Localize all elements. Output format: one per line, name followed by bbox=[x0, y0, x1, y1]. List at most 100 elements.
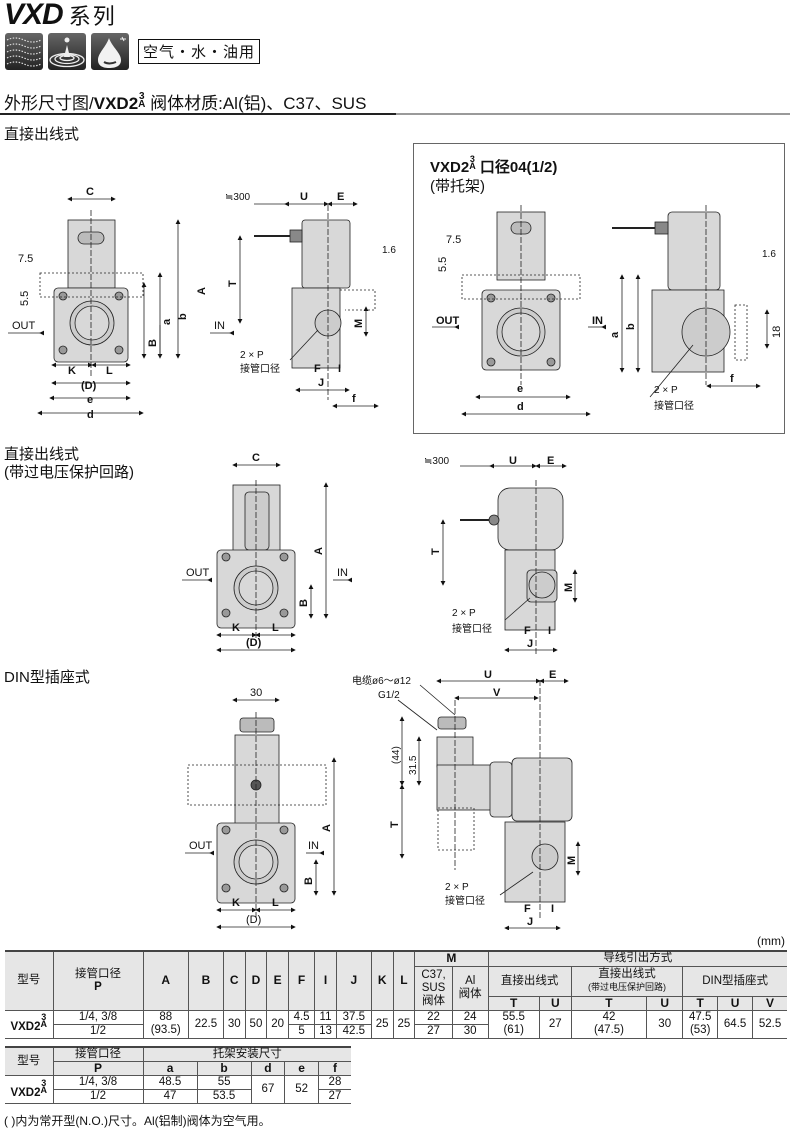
cell-a: 47 bbox=[142, 1089, 198, 1104]
dim-B: B bbox=[298, 599, 310, 607]
bracket-front-view: 7.5 5.5 OUT IN a b e d bbox=[432, 205, 641, 417]
dim-B: B bbox=[303, 877, 315, 885]
dim-5-5: 5.5 bbox=[437, 257, 449, 272]
th-b: b bbox=[196, 1061, 252, 1076]
surge-side-view: ≒300 U E T M 2 × P 接管口径 F I J bbox=[424, 455, 578, 655]
table-row: 1/2 5 13 42.5 27 30 bbox=[5, 1023, 787, 1039]
cell-D: 50 bbox=[244, 1009, 268, 1039]
dim-T: T bbox=[227, 280, 239, 287]
th-direct-T: T bbox=[488, 995, 540, 1011]
dim-U: U bbox=[300, 191, 308, 203]
cell-port: 1/4, 3/8 bbox=[52, 1075, 144, 1090]
th-m1a: C37, bbox=[421, 968, 446, 981]
unit-label: (mm) bbox=[757, 934, 785, 948]
lead-length: ≒300 bbox=[225, 192, 251, 203]
out-label: OUT bbox=[186, 567, 210, 579]
th-m2a: Al bbox=[465, 975, 476, 987]
coil-body bbox=[301, 219, 351, 289]
dim-b: b bbox=[177, 313, 189, 320]
dim-5-5: 5.5 bbox=[19, 291, 31, 306]
bracket-title-rest: 口径04(1/2) bbox=[475, 159, 558, 176]
th-J: J bbox=[335, 950, 372, 1011]
cell-f: 28 bbox=[317, 1075, 351, 1090]
table-row: 1/2 47 53.5 27 bbox=[5, 1089, 351, 1104]
port-count: 2 × P bbox=[445, 882, 469, 893]
th-lead: 导线引出方式 bbox=[487, 950, 787, 967]
cell-M-c37: 22 bbox=[414, 1009, 453, 1025]
dim-D: (D) bbox=[81, 380, 97, 392]
dim-7-5: 7.5 bbox=[446, 234, 461, 246]
th-lead-din: DIN型插座式 bbox=[682, 965, 787, 997]
th-port-sym: P bbox=[53, 1061, 144, 1076]
th-port-label: 接管口径 bbox=[75, 967, 121, 980]
port-count: 2 × P bbox=[240, 350, 264, 361]
dim-A: A bbox=[321, 824, 333, 832]
dim-F: F bbox=[524, 903, 531, 915]
in-label: IN bbox=[308, 840, 319, 852]
frac-sub: A bbox=[40, 1084, 48, 1095]
dim-a: a bbox=[161, 318, 173, 325]
cell-I: 11 bbox=[314, 1009, 337, 1025]
th-surge-U: U bbox=[646, 995, 684, 1011]
cell-f: 27 bbox=[317, 1089, 351, 1104]
th-surge-label: 直接出线式 bbox=[598, 968, 656, 980]
dim-A: A bbox=[313, 547, 325, 555]
dim-J: J bbox=[527, 916, 533, 928]
dim-18: 18 bbox=[771, 326, 783, 338]
in-label: IN bbox=[337, 567, 348, 579]
frac-sup: 3 bbox=[41, 1012, 47, 1022]
dim-J: J bbox=[318, 377, 324, 389]
frac-sup: 3 bbox=[138, 91, 145, 102]
cell-port: 1/2 bbox=[53, 1089, 144, 1104]
val-surge-T-no: (47.5) bbox=[593, 1024, 624, 1036]
din-side-view: 电缆ø6～ø12 G1/2 U V E (44) 31.5 T M 2 × P … bbox=[352, 669, 581, 930]
out-label: OUT bbox=[12, 320, 36, 332]
dim-M: M bbox=[566, 856, 578, 865]
dim-A: A bbox=[196, 287, 208, 295]
dim-V: V bbox=[493, 687, 501, 699]
th-f: f bbox=[317, 1061, 351, 1076]
th-K: K bbox=[370, 950, 394, 1011]
media-badge: 空气・水・油用 bbox=[138, 39, 261, 64]
section-din-label: DIN型插座式 bbox=[4, 669, 90, 686]
val-direct-T: 55.5 bbox=[502, 1011, 525, 1023]
footnote: ( )内为常开型(N.O.)尺寸。Al(铝制)阀体为空气用。 bbox=[4, 1114, 271, 1128]
dim-T: T bbox=[430, 548, 442, 555]
th-E: E bbox=[266, 950, 290, 1011]
dim-1-6: 1.6 bbox=[762, 249, 776, 260]
cell-b: 53.5 bbox=[196, 1089, 252, 1104]
dim-K: K bbox=[232, 897, 240, 909]
bracket-subtitle: (带托架) bbox=[430, 178, 485, 195]
din-front-view: 30 A B OUT IN K L (D) bbox=[185, 687, 337, 930]
dim-e: e bbox=[87, 394, 93, 406]
th-bracket-group: 托架安装尺寸 bbox=[142, 1046, 351, 1062]
cell-C: 30 bbox=[222, 1009, 246, 1039]
dim-7-5: 7.5 bbox=[18, 253, 33, 265]
dim-1-6: 1.6 bbox=[382, 245, 396, 256]
dim-a: a bbox=[609, 331, 621, 338]
out-label: OUT bbox=[189, 840, 213, 852]
cell-E: 20 bbox=[266, 1009, 290, 1039]
dim-d: d bbox=[87, 409, 94, 421]
th-M: M bbox=[414, 950, 489, 967]
th-e: e bbox=[284, 1061, 319, 1076]
bracket-side-view: 1.6 18 f 2 × P 接管口径 bbox=[612, 205, 783, 412]
port-count: 2 × P bbox=[452, 608, 476, 619]
media-icons: 空气・水・油用 bbox=[5, 33, 261, 70]
cell-K: 25 bbox=[370, 1009, 394, 1039]
cell-J: 37.5 bbox=[335, 1009, 372, 1025]
dim-B: B bbox=[147, 339, 159, 347]
surge-front-view: C A B OUT IN K L (D) bbox=[182, 452, 352, 653]
in-label: IN bbox=[592, 315, 603, 327]
port-label: 接管口径 bbox=[240, 362, 280, 375]
cell-b: 55 bbox=[196, 1075, 252, 1090]
title-rule bbox=[0, 113, 396, 115]
